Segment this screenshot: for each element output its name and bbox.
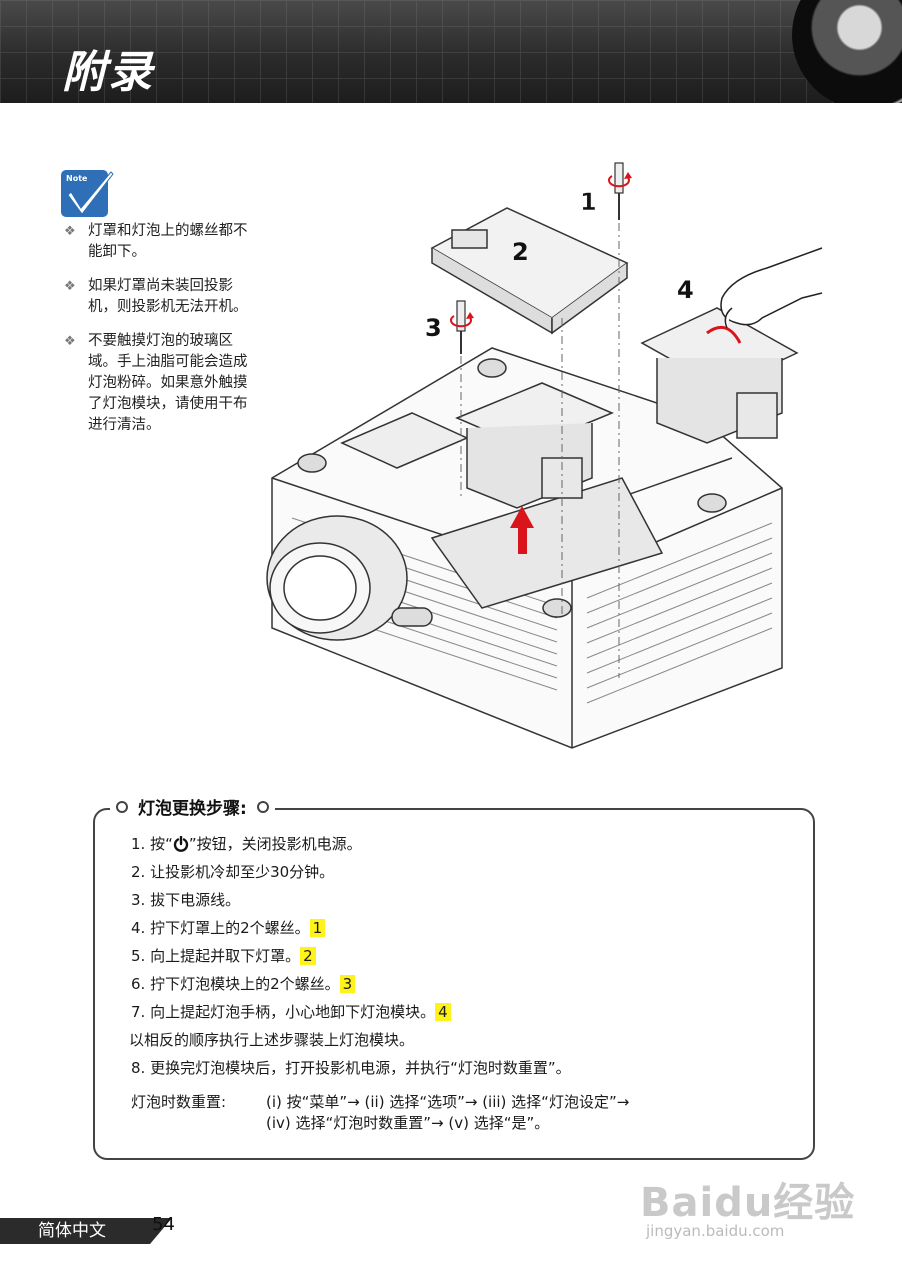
step-text: 4. 拧下灯罩上的2个螺丝。 — [131, 919, 310, 937]
procedure-title: 灯泡更换步骤: — [138, 799, 247, 819]
callout-number: 3 — [425, 314, 442, 342]
callout-ref-badge: 4 — [435, 1003, 451, 1021]
step-item: 2. 让投影机冷却至少30分钟。 — [131, 862, 811, 890]
hand-icon — [720, 247, 823, 329]
step-item: 4. 拧下灯罩上的2个螺丝。1 — [131, 918, 811, 946]
step-text: 5. 向上提起并取下灯罩。 — [131, 947, 301, 965]
step-text: 6. 拧下灯泡模块上的2个螺丝。 — [131, 975, 340, 993]
baidu-watermark: Baidu经验 jingyan.baidu.com — [640, 1170, 856, 1240]
screwdriver-icon — [608, 162, 632, 678]
procedure-heading: 灯泡更换步骤: — [110, 794, 275, 819]
reset-text: (iv) 选择“灯泡时数重置”→ (v) 选择“是”。 — [266, 1114, 550, 1132]
note-list: ❖灯罩和灯泡上的螺丝都不能卸下。 ❖如果灯罩尚未装回投影机，则投影机无法开机。 … — [62, 221, 252, 449]
callout-ref-badge: 3 — [339, 975, 356, 993]
step-text: ”按钮，关闭投影机电源。 — [188, 835, 362, 853]
page-header: 附录 — [0, 0, 902, 103]
page-number: 54 — [152, 1214, 175, 1235]
diamond-bullet-icon: ❖ — [64, 334, 76, 349]
note-item: ❖ 不要触摸灯泡的玻璃区域。手上油脂可能会造成灯泡粉碎。如果意外触摸了灯泡模块，请… — [62, 331, 252, 436]
diamond-bullet-icon: ❖ — [64, 279, 76, 294]
page-title: 附录 — [62, 47, 154, 98]
step-item: 以相反的顺序执行上述步骤装上灯泡模块。 — [129, 1030, 811, 1058]
step-text: 3. 拔下电源线。 — [131, 891, 241, 909]
step-item: 5. 向上提起并取下灯罩。2 — [131, 946, 811, 974]
reset-indent — [131, 1113, 266, 1134]
callout-ref-badge: 1 — [309, 919, 326, 937]
note-text: 灯罩和灯泡上的螺丝都不能卸下。 — [88, 223, 248, 260]
reset-text: (i) 按“菜单”→ (ii) 选择“选项”→ (iii) 选择“灯泡设定”→ — [266, 1093, 630, 1111]
lamp-reset-instructions: 灯泡时数重置: (i) 按“菜单”→ (ii) 选择“选项”→ (iii) 选择… — [131, 1092, 629, 1134]
power-icon — [173, 836, 189, 852]
reset-row: (iv) 选择“灯泡时数重置”→ (v) 选择“是”。 — [131, 1113, 629, 1134]
note-icon: Note — [61, 170, 114, 217]
note-item: ❖ 如果灯罩尚未装回投影机，则投影机无法开机。 — [62, 276, 252, 318]
note-item: ❖ 灯罩和灯泡上的螺丝都不能卸下。 — [62, 221, 252, 263]
watermark-logo: Baidu经验 — [640, 1180, 856, 1226]
reset-label: 灯泡时数重置: — [131, 1093, 227, 1111]
footer-language-tab — [0, 1218, 172, 1244]
step-text: 7. 向上提起灯泡手柄，小心地卸下灯泡模块。 — [131, 1003, 436, 1021]
procedure-box — [93, 808, 815, 1160]
lamp-cover — [430, 207, 629, 335]
lamp-module-installed — [455, 382, 614, 509]
screwdriver-icon — [450, 300, 474, 498]
footer-language: 简体中文 — [38, 1221, 106, 1241]
step-text: 以相反的顺序执行上述步骤装上灯泡模块。 — [129, 1031, 415, 1049]
callout-number: 2 — [512, 238, 529, 266]
callout-number: 1 — [580, 188, 597, 216]
step-item: 1. 按“ ”按钮，关闭投影机电源。 — [131, 834, 811, 862]
step-item: 6. 拧下灯泡模块上的2个螺丝。3 — [131, 974, 811, 1002]
circle-marker-icon — [116, 800, 128, 813]
watermark-url: jingyan.baidu.com — [646, 1222, 785, 1240]
note-text: 如果灯罩尚未装回投影机，则投影机无法开机。 — [88, 278, 248, 315]
note-icon-label: Note — [66, 174, 88, 183]
diamond-bullet-icon: ❖ — [64, 224, 76, 239]
step-text: 1. 按“ — [131, 835, 173, 853]
note-text: 不要触摸灯泡的玻璃区域。手上油脂可能会造成灯泡粉碎。如果意外触摸了灯泡模块，请使… — [88, 333, 248, 433]
lamp-replacement-diagram: 1 2 3 4 — [266, 162, 823, 749]
step-text: 8. 更换完灯泡模块后，打开投影机电源，并执行“灯泡时数重置”。 — [131, 1059, 571, 1077]
step-item: 3. 拔下电源线。 — [131, 890, 811, 918]
circle-marker-icon — [256, 800, 269, 813]
step-item: 8. 更换完灯泡模块后，打开投影机电源，并执行“灯泡时数重置”。 — [131, 1058, 811, 1086]
callout-number: 4 — [677, 276, 694, 304]
reset-row: 灯泡时数重置: (i) 按“菜单”→ (ii) 选择“选项”→ (iii) 选择… — [131, 1092, 629, 1113]
lamp-module-removed — [640, 307, 799, 444]
header-grid-pattern — [0, 0, 902, 103]
procedure-steps: 1. 按“ ”按钮，关闭投影机电源。 2. 让投影机冷却至少30分钟。 3. 拔下… — [129, 834, 811, 1086]
lift-arrow-icon — [510, 506, 534, 554]
step-item: 7. 向上提起灯泡手柄，小心地卸下灯泡模块。4 — [131, 1002, 811, 1030]
callout-ref-badge: 2 — [300, 947, 316, 965]
step-text: 2. 让投影机冷却至少30分钟。 — [131, 863, 335, 881]
